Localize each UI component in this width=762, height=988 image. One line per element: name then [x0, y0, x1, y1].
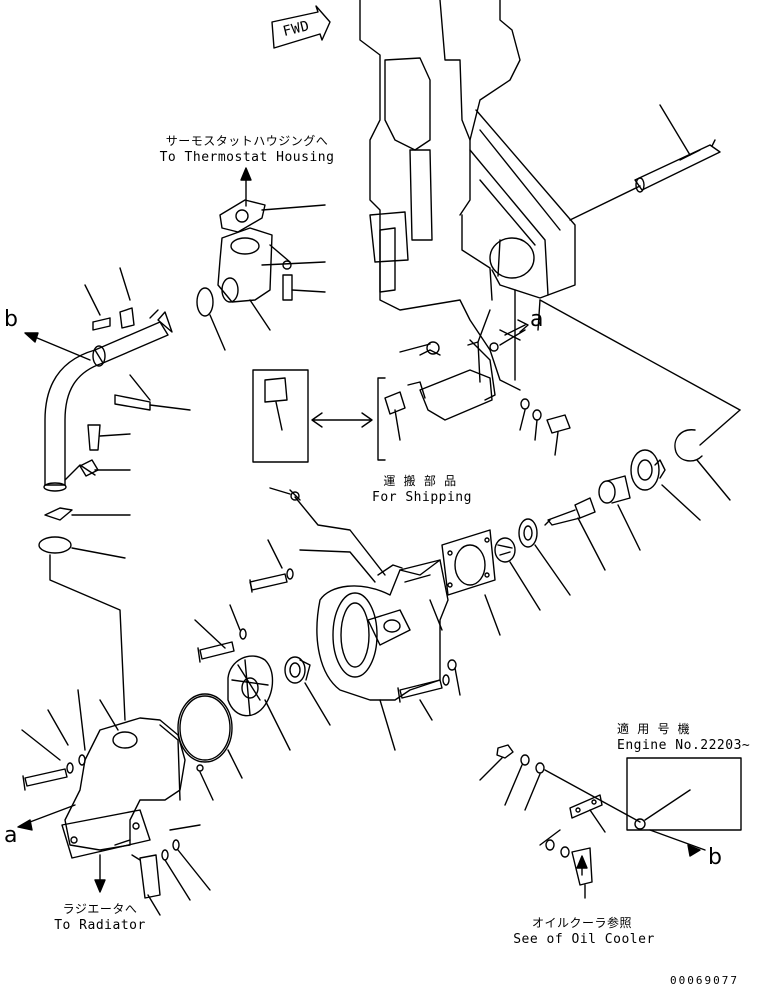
oil-cooler-bracket	[544, 769, 641, 833]
arrow-to-b-left	[24, 332, 91, 361]
mech-seal	[518, 518, 571, 596]
housing-bolts-right	[397, 659, 461, 721]
radiator-label-en: To Radiator	[54, 918, 146, 933]
oil-cooler-washers	[504, 754, 545, 811]
inlet-elbow	[61, 699, 186, 859]
ref-a-top: a	[530, 307, 544, 332]
engine-no-label: Engine No.22203~	[617, 738, 751, 753]
fwd-arrow-sign	[271, 5, 331, 49]
thermostat-label-en: To Thermostat Housing	[159, 150, 335, 165]
leader-lines-right	[539, 299, 741, 411]
ref-b-right: b	[708, 845, 723, 870]
shipping-box-left	[252, 369, 309, 463]
pump-shaft	[544, 497, 606, 571]
double-arrow	[311, 412, 373, 428]
small-washers-mid	[519, 398, 571, 456]
leader-lines-housing	[269, 487, 386, 583]
pipe-clamp-bolts	[64, 267, 191, 481]
seal-ring	[494, 537, 541, 611]
long-shaft	[569, 104, 721, 221]
o-ring-small	[196, 287, 226, 351]
shipping-label-jp: 運 搬 部 品	[383, 474, 457, 488]
engine-no-box	[626, 757, 742, 857]
thermostat-elbow	[217, 227, 326, 331]
ref-a-left: a	[4, 823, 18, 848]
snap-ring	[674, 409, 741, 501]
radiator-label-jp: ラジエータへ	[62, 902, 138, 916]
thermostat-gasket	[219, 199, 326, 233]
oilcooler-label-en: See of Oil Cooler	[513, 932, 655, 947]
pump-housing	[316, 559, 449, 751]
thermostat-label-jp: サーモスタットハウジングへ	[165, 134, 329, 148]
applicable-label-jp: 適 用 号 機	[617, 722, 691, 736]
bearing-large	[630, 449, 701, 521]
pipe-clip	[44, 507, 131, 521]
pipe-gasket	[38, 536, 126, 721]
arrow-a-left	[17, 804, 76, 831]
elbow-bolts	[21, 689, 211, 916]
rear-gasket	[441, 529, 501, 636]
shipping-label-en: For Shipping	[372, 490, 472, 505]
drawing-number: 00069077	[670, 974, 739, 987]
water-pipe-left	[43, 309, 173, 492]
thermostat-bolts	[269, 244, 326, 301]
oil-cooler-bolt	[539, 829, 593, 899]
impeller-seal	[284, 656, 331, 726]
arrow-a-top	[499, 329, 526, 346]
thermostat-arrow	[240, 167, 252, 207]
o-ring-large	[177, 693, 243, 801]
oil-cooler-nut	[479, 744, 514, 781]
ref-b-left: b	[4, 307, 19, 332]
oil-cooler-arrow	[576, 855, 588, 876]
seal-sleeve	[598, 475, 641, 551]
impeller	[227, 655, 291, 751]
housing-bolts-left	[194, 539, 294, 663]
engine-block-outline	[359, 0, 576, 391]
arrow-to-radiator	[94, 854, 106, 893]
shipping-bracket-right	[377, 309, 529, 461]
oilcooler-label-jp: オイルクーラ参照	[531, 916, 633, 930]
